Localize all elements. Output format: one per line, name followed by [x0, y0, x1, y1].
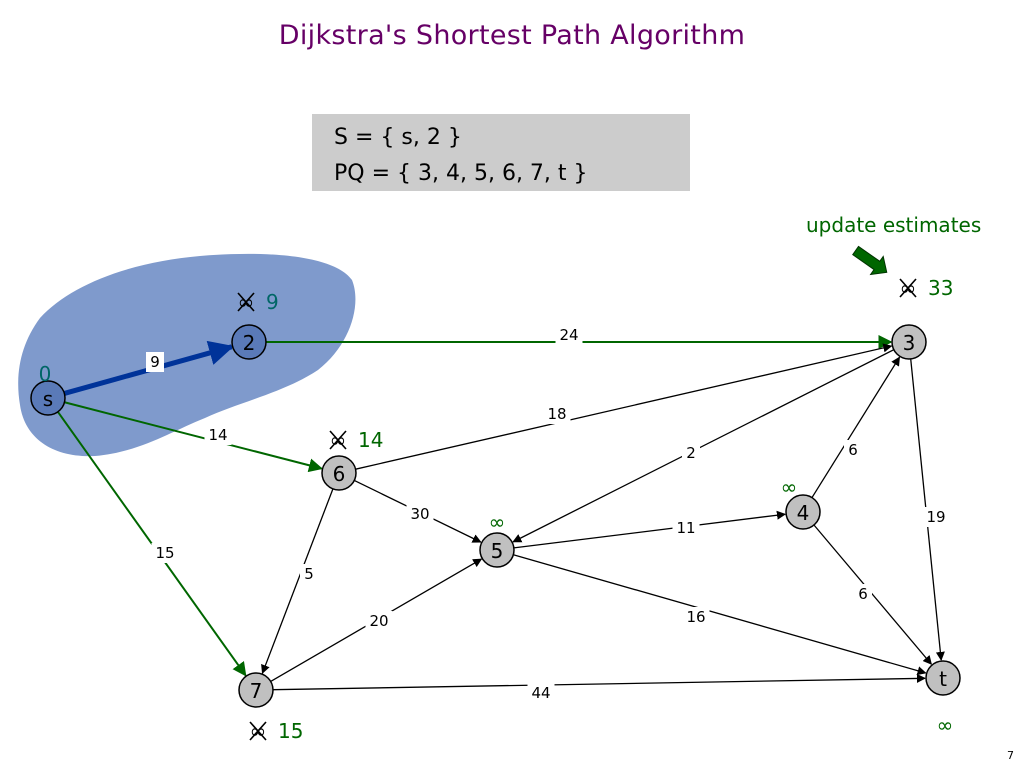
node-6 [321, 455, 357, 491]
edge-weight-5-t: 16 [686, 608, 705, 626]
edge-weight-s-7: 15 [155, 544, 174, 562]
estimate-s: 0 [39, 362, 52, 386]
edge-6-7 [261, 488, 334, 675]
edge-5-4 [513, 510, 787, 549]
edge-weight-3-5: 2 [686, 444, 696, 462]
edge-4-t [813, 524, 932, 665]
node-3 [891, 324, 927, 360]
new-estimate-2: 9 [266, 290, 279, 314]
strike-icon [249, 721, 267, 741]
edge-weight-6-7: 5 [304, 565, 314, 583]
edge-label-bg-7-5 [365, 611, 393, 631]
edge-label-bg-6-5 [406, 504, 434, 524]
estimate-5: ∞ [489, 510, 506, 534]
node-label-2: 2 [243, 331, 256, 355]
edge-6-3 [355, 343, 893, 470]
node-5 [479, 532, 515, 568]
estimate-t: ∞ [937, 713, 954, 737]
set-status-box: S = { s, 2 } PQ = { 3, 4, 5, 6, 7, t } [312, 114, 690, 191]
node-label-4: 4 [797, 501, 810, 525]
node-label-s: s [43, 387, 53, 411]
node-t [925, 660, 961, 696]
edge-5-t [513, 554, 927, 676]
update-estimates-annotation: update estimates [806, 213, 982, 237]
edge-weight-2-3: 24 [559, 326, 578, 344]
priority-queue-line: PQ = { 3, 4, 5, 6, 7, t } [334, 161, 588, 186]
edge-weight-4-3: 6 [848, 441, 858, 459]
node-label-6: 6 [333, 462, 346, 486]
estimate-4: ∞ [781, 475, 798, 499]
edge-s-6 [64, 401, 323, 473]
strike-icon [329, 430, 347, 450]
strike-icon [899, 278, 917, 298]
edge-label-bg-5-t [682, 607, 710, 627]
edge-label-bg-7-t [527, 683, 555, 703]
explored-region [18, 253, 356, 457]
edge-label-bg-2-3 [555, 325, 583, 345]
edge-weight-7-5: 20 [369, 612, 388, 630]
edge-weight-s-2: 9 [150, 353, 160, 371]
edge-label-bg-3-5 [682, 443, 700, 463]
node-label-t: t [939, 667, 947, 691]
new-estimate-7: 15 [278, 719, 303, 743]
node-label-5: 5 [491, 539, 504, 563]
node-label-7: 7 [250, 679, 263, 703]
edge-weight-4-t: 6 [858, 585, 868, 603]
edge-weight-3-t: 19 [926, 508, 945, 526]
edge-label-bg-4-t [854, 584, 872, 604]
node-s [30, 380, 66, 416]
strike-icon [237, 292, 255, 312]
edge-label-bg-4-3 [844, 440, 862, 460]
new-estimate-6: 14 [358, 428, 383, 452]
edge-label-bg-3-t [922, 507, 950, 527]
edge-3-5 [512, 349, 895, 543]
edge-weight-7-t: 44 [531, 684, 550, 702]
node-4 [785, 494, 821, 530]
edge-label-bg-s-7 [151, 543, 179, 563]
node-7 [238, 672, 274, 708]
node-2 [231, 324, 267, 360]
edge-weight-s-6: 14 [208, 426, 227, 444]
edge-weight-6-3: 18 [547, 405, 566, 423]
node-label-3: 3 [903, 331, 916, 355]
slide-number: 7 [1007, 749, 1014, 762]
explored-set-line: S = { s, 2 } [334, 125, 462, 150]
update-arrow-icon [852, 245, 888, 276]
slide-title: Dijkstra's Shortest Path Algorithm [278, 20, 746, 51]
edge-weight-6-5: 30 [410, 505, 429, 523]
edge-label-bg-6-7 [300, 564, 318, 584]
edge-7-t [272, 673, 926, 691]
edge-label-bg-s-6 [204, 425, 232, 445]
edge-weight-5-4: 11 [676, 519, 695, 537]
edge-label-bg-6-3 [543, 404, 571, 424]
new-estimate-3: 33 [928, 276, 953, 300]
edge-label-bg-5-4 [672, 518, 700, 538]
edge-label-bg-s-2 [146, 352, 164, 372]
edge-4-3 [811, 356, 901, 498]
